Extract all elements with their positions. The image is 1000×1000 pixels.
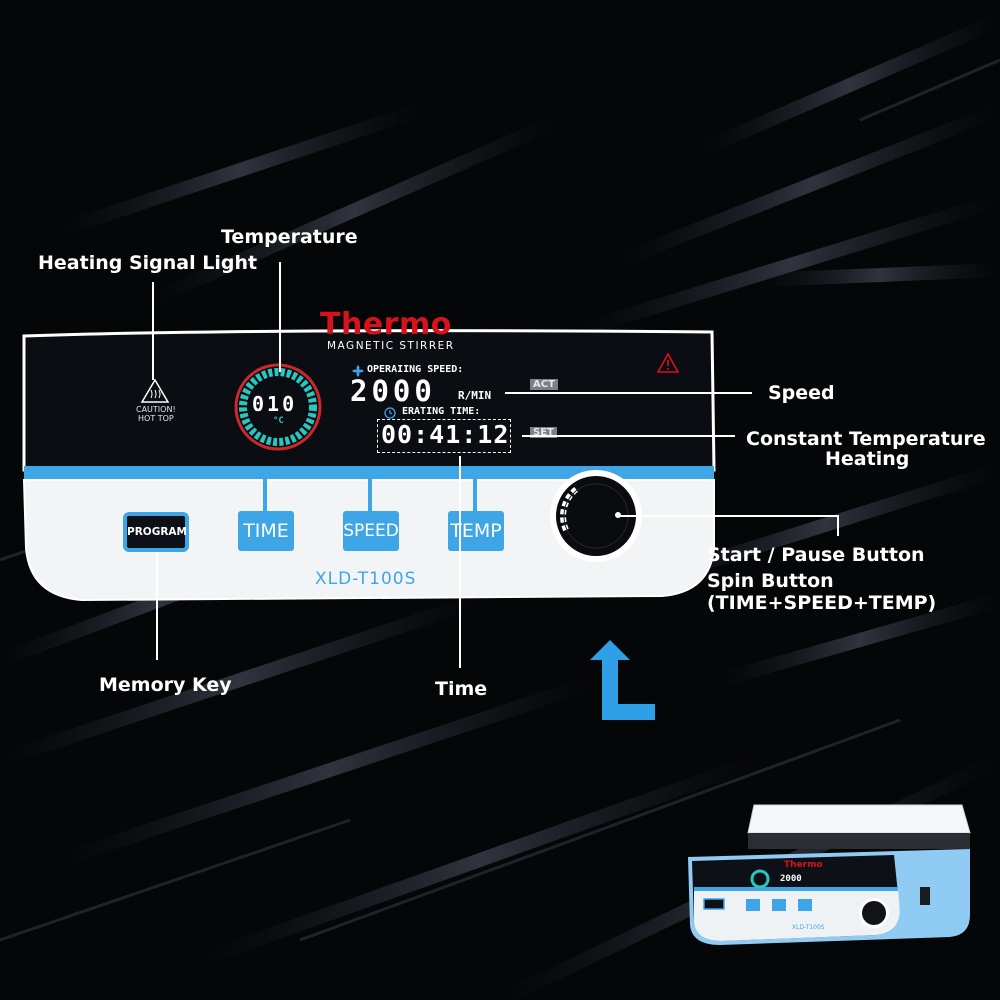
callout-speed: Speed <box>768 382 835 404</box>
hot-top-label: HOT TOP <box>138 414 174 423</box>
speed-readout: 2000 <box>350 374 436 408</box>
svg-text:XLD-T100S: XLD-T100S <box>792 924 825 931</box>
fan-icon <box>352 365 364 377</box>
callout-temperature: Temperature <box>221 226 358 248</box>
temperature-readout: 010 <box>252 392 298 416</box>
spin-knob[interactable] <box>548 468 644 564</box>
callout-time: Time <box>435 678 488 700</box>
svg-text:2000: 2000 <box>780 874 802 884</box>
time-readout: 00:41:12 <box>381 420 510 449</box>
warning-icon <box>656 352 680 373</box>
clock-icon <box>384 407 396 419</box>
product-thumbnail: Thermo 2000 XLD-T100S <box>688 804 971 945</box>
callout-heating-light: Heating Signal Light <box>38 252 258 274</box>
callout-start-pause: Start / Pause Button <box>707 544 925 566</box>
callout-memory-key: Memory Key <box>99 674 232 696</box>
time-box <box>377 419 511 453</box>
speed-label: OPERAIING SPEED: <box>367 364 464 375</box>
model-name: XLD-T100S <box>315 569 417 589</box>
hot-surface-icon <box>140 378 170 403</box>
svg-text:Thermo: Thermo <box>784 860 823 870</box>
temperature-unit: °C <box>273 416 284 426</box>
callout-constant-temp: Constant Temperature <box>746 428 986 450</box>
callout-spin: Spin Button <box>707 570 834 592</box>
temp-button[interactable]: TEMP <box>448 511 504 551</box>
speed-unit: R/MIN <box>458 389 492 402</box>
set-tag: SET <box>530 427 557 438</box>
callout-constant-temp-2: Heating <box>825 448 910 470</box>
time-label: ERATING TIME: <box>402 406 481 417</box>
time-button[interactable]: TIME <box>238 511 294 551</box>
brand-logo: Thermo <box>320 307 452 342</box>
brand-subtitle: MAGNETIC STIRRER <box>327 340 455 352</box>
temperature-ring <box>234 363 322 451</box>
callout-spin-2: (TIME+SPEED+TEMP) <box>707 592 937 614</box>
program-button[interactable]: PROGRAM <box>123 512 189 552</box>
speed-button[interactable]: SPEED <box>343 511 399 551</box>
caution-label: CAUTION! <box>136 405 176 414</box>
act-tag: ACT <box>530 379 558 390</box>
